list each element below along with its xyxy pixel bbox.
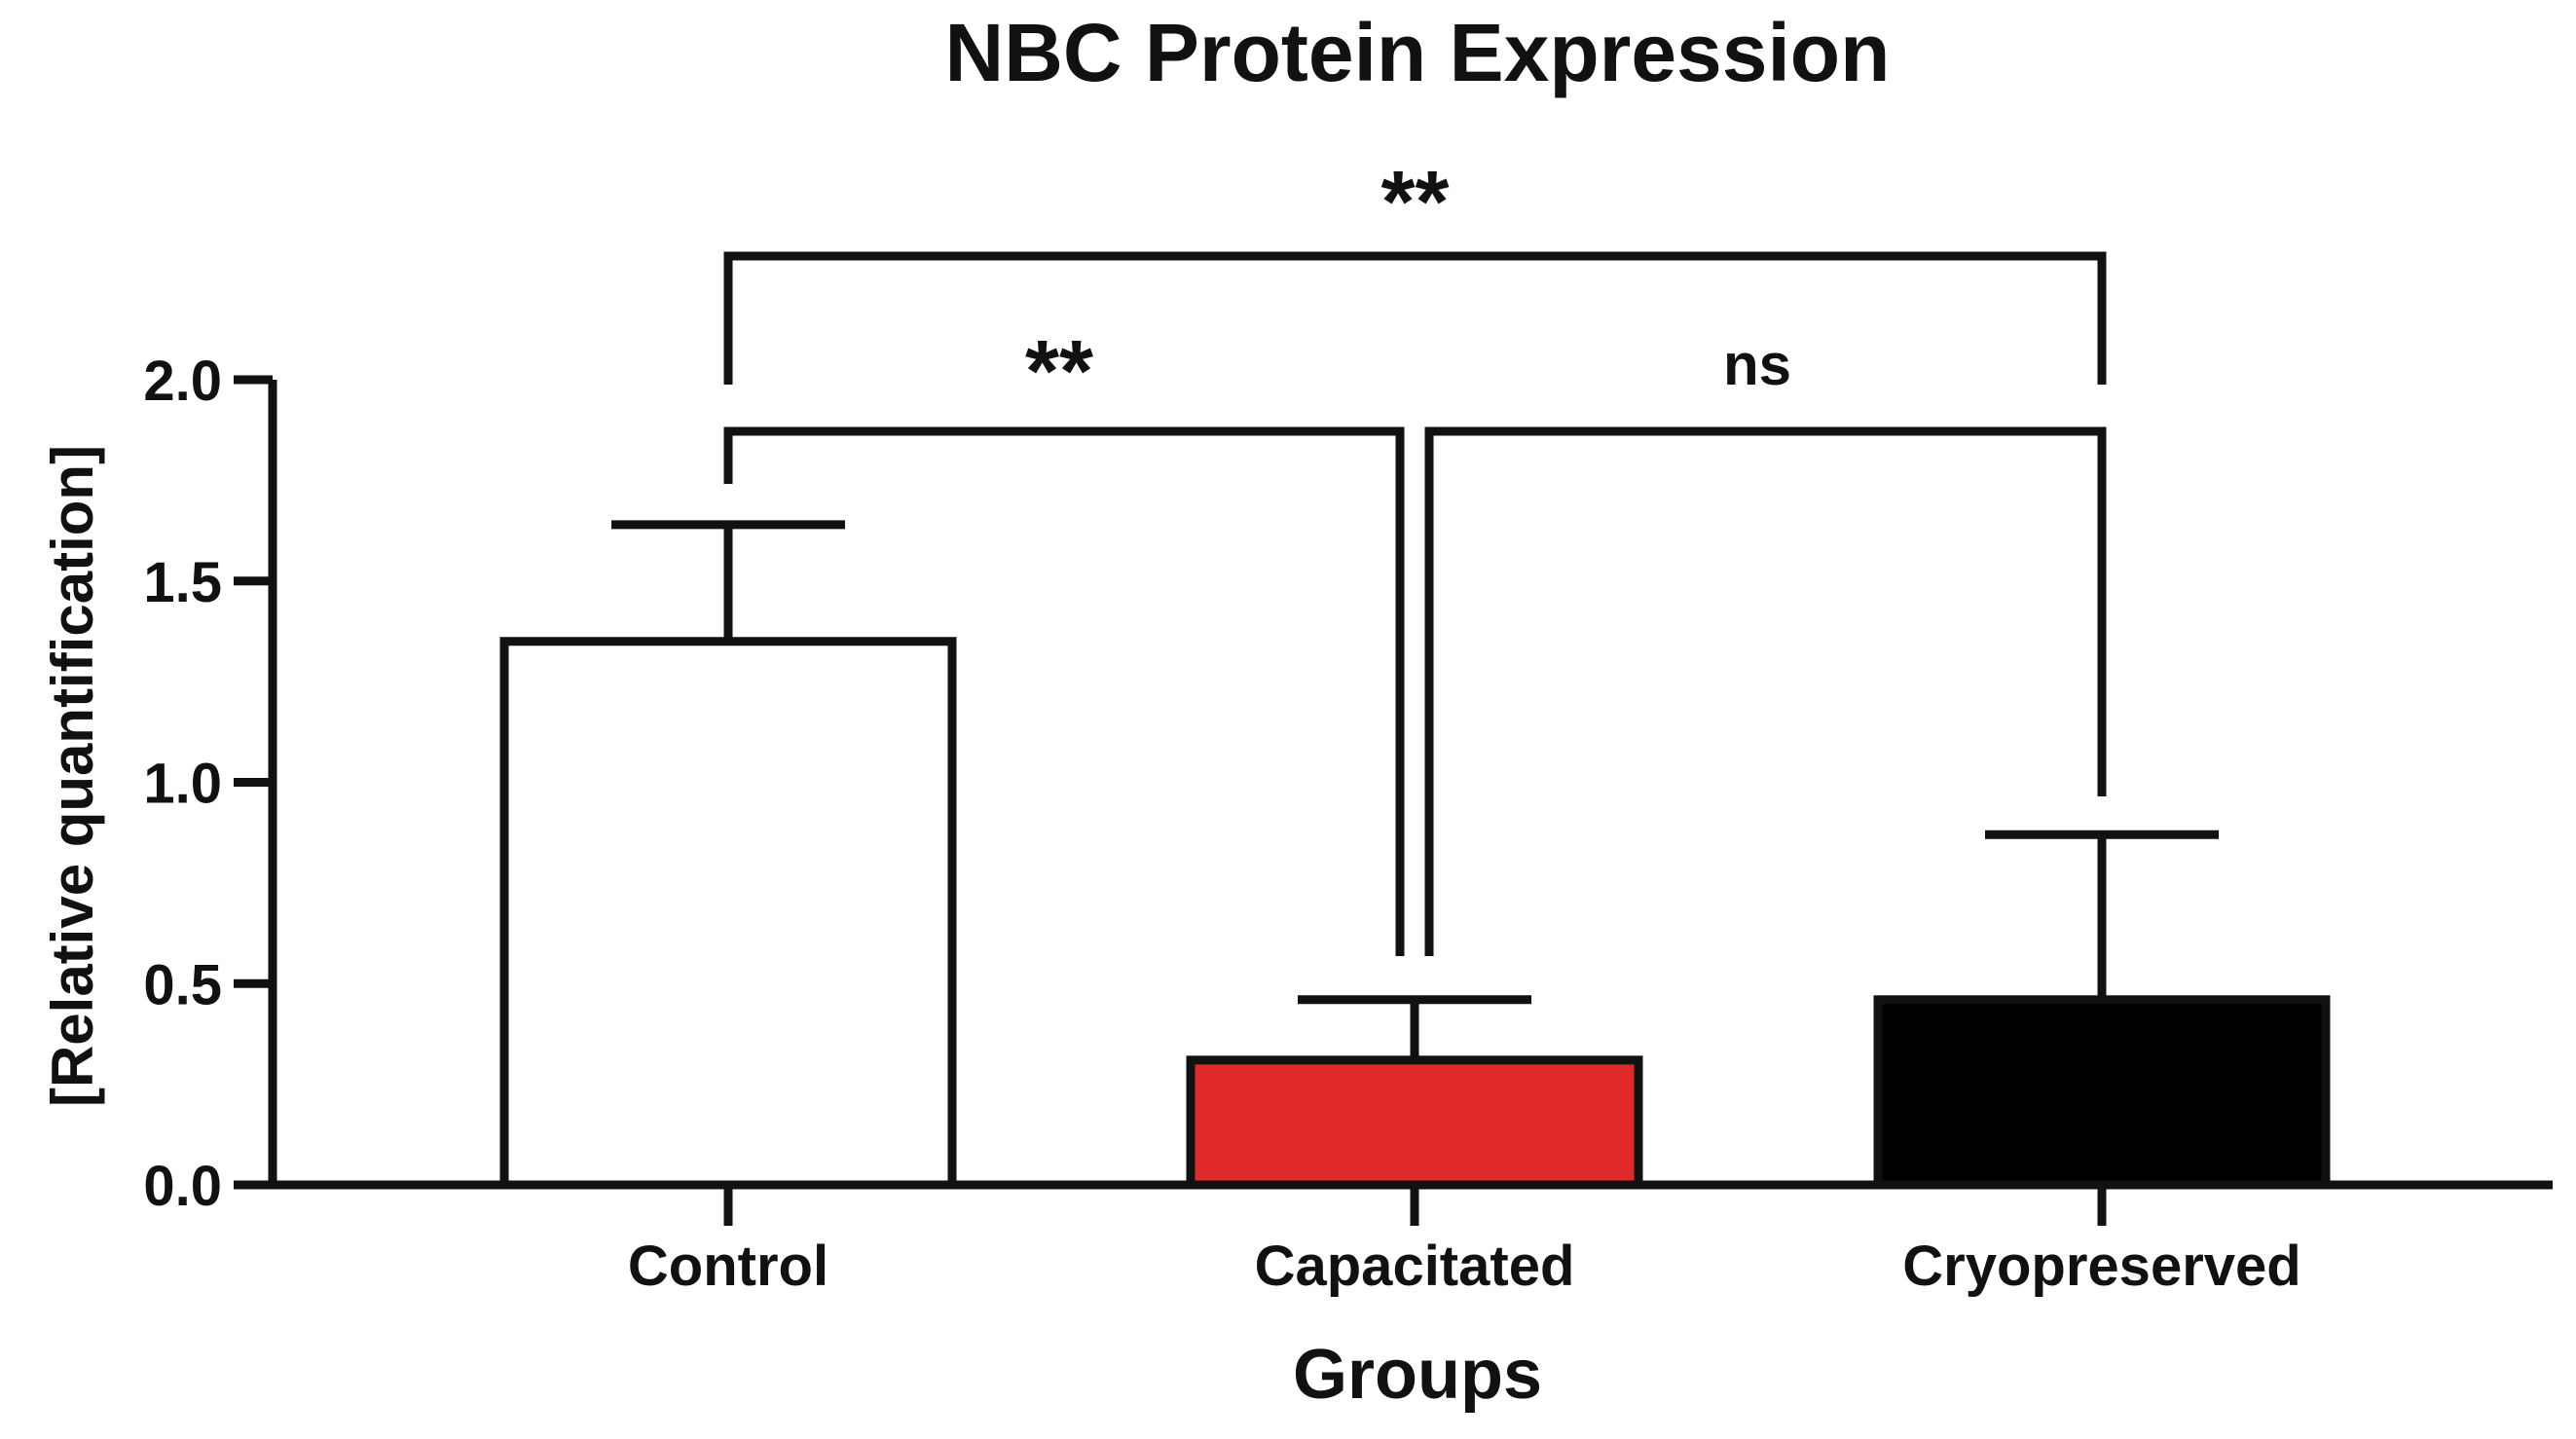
bracket-label-capacitated-cryopreserved: ns: [1723, 332, 1791, 397]
x-tick-label-capacitated: Capacitated: [1255, 1235, 1575, 1298]
error-bars: [611, 520, 2219, 1060]
x-tick-label-cryopreserved: Cryopreserved: [1902, 1235, 2300, 1298]
significance-brackets: ** ** ns: [723, 154, 2107, 956]
x-axis-label: Groups: [1293, 1336, 1542, 1414]
y-tick-label-3: 1.5: [143, 551, 222, 614]
bracket-control-cryopreserved: [723, 251, 2107, 385]
bracket-capacitated-cryopreserved: [1424, 426, 2107, 956]
y-axis-ticks: 0.0 0.5 1.0 1.5 2.0: [143, 350, 273, 1218]
chart-title: NBC Protein Expression: [945, 7, 1891, 98]
y-tick-label-1: 0.5: [143, 953, 222, 1016]
bars: [499, 637, 2331, 1190]
y-tick-label-4: 2.0: [143, 350, 222, 413]
y-tick-label-0: 0.0: [143, 1155, 222, 1218]
y-axis-label: [Relative quantification]: [40, 445, 105, 1107]
bracket-label-control-capacitated: **: [1025, 323, 1093, 421]
x-axis-ticks: Control Capacitated Cryopreserved: [628, 1185, 2301, 1298]
bracket-label-control-cryopreserved: **: [1380, 154, 1449, 251]
bar-cryopreserved: [1873, 995, 2331, 1190]
bar-capacitated: [1186, 1055, 1643, 1190]
bracket-control-capacitated: [723, 426, 1405, 956]
bar-control: [499, 637, 957, 1190]
y-tick-label-2: 1.0: [143, 753, 222, 816]
x-tick-label-control: Control: [628, 1235, 828, 1298]
